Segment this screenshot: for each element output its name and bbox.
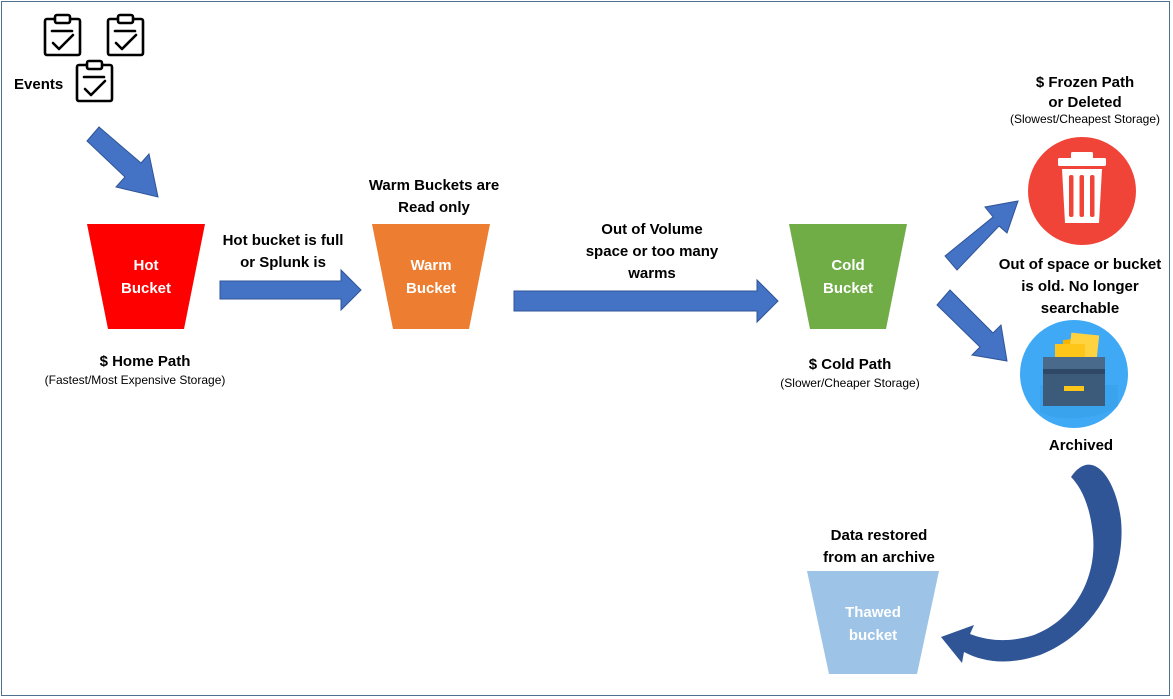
warm-to-cold-arrow <box>513 278 779 324</box>
cold-to-frozen-label: Out of space or bucket is old. No longer… <box>998 256 1162 317</box>
thawed-bucket-shape <box>807 571 939 674</box>
hot-bucket-shape <box>87 224 205 329</box>
clipboard-check-icon <box>106 13 145 57</box>
frozen-path-title: $ Frozen Path or Deleted <box>1035 74 1135 111</box>
events-label: Events <box>14 76 64 93</box>
home-path-subtitle: (Fastest/Most Expensive Storage) <box>44 373 226 387</box>
clipboard-check-icon <box>75 59 114 103</box>
clipboard-check-icon <box>43 13 82 57</box>
warm-bucket-shape <box>372 224 490 329</box>
thawed-bucket-label: Thawed bucket <box>845 604 901 644</box>
warm-bucket-label: Warm Bucket <box>405 257 457 297</box>
archive-box-icon <box>1020 320 1128 428</box>
cold-to-frozen-arrow <box>944 200 1019 271</box>
frozen-path-subtitle: (Slowest/Cheapest Storage) <box>1009 112 1161 126</box>
home-path-title: $ Home Path <box>99 353 191 370</box>
warm-buckets-note: Warm Buckets are Read only <box>368 177 500 216</box>
events-to-hot-arrow <box>86 126 159 198</box>
archived-label: Archived <box>1048 437 1114 454</box>
cold-to-archive-arrow <box>936 289 1008 362</box>
hot-to-warm-arrow <box>219 268 362 312</box>
warm-to-cold-label: Out of Volume space or too many warms <box>585 221 719 282</box>
cold-path-subtitle: (Slower/Cheaper Storage) <box>780 376 920 390</box>
cold-bucket-label: Cold Bucket <box>822 257 874 297</box>
cold-path-title: $ Cold Path <box>808 356 892 373</box>
hot-bucket-label: Hot Bucket <box>120 257 172 297</box>
cold-bucket-shape <box>789 224 907 329</box>
hot-to-warm-label: Hot bucket is full or Splunk is <box>222 232 344 271</box>
archive-to-thawed-arrow <box>941 464 1122 663</box>
trash-icon <box>1028 137 1136 245</box>
thawed-note: Data restored from an archive <box>823 527 935 566</box>
